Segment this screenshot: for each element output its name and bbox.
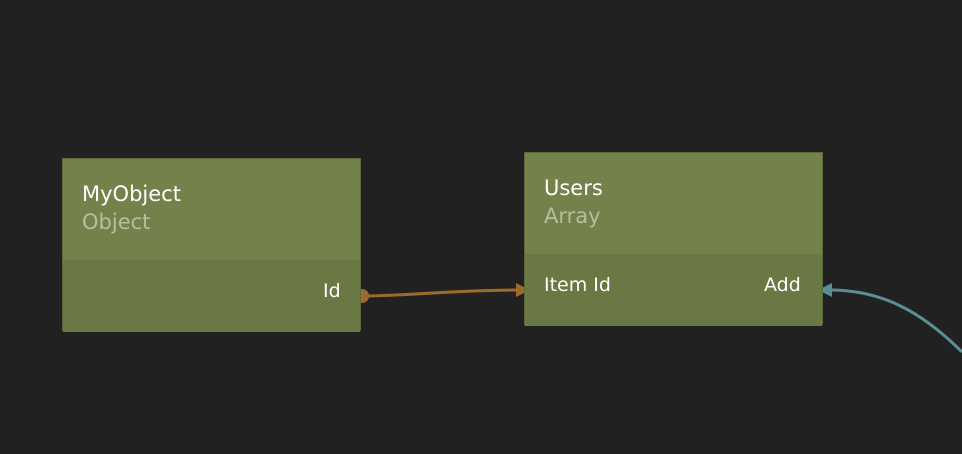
connection-to-add[interactable] [829, 288, 962, 354]
node-header[interactable]: Users Array [525, 153, 822, 254]
port-label-id[interactable]: Id [323, 280, 341, 302]
node-ports [525, 254, 822, 326]
node-myobject[interactable]: MyObject Object Id [62, 158, 361, 332]
node-title: MyObject [82, 182, 181, 206]
node-header[interactable]: MyObject Object [63, 159, 360, 260]
node-users[interactable]: Users Array Item Id Add [524, 152, 823, 326]
input-arrow-icon [516, 283, 530, 297]
node-title: Users [544, 176, 603, 200]
connection-id-to-item-id[interactable] [361, 288, 521, 298]
port-label-add[interactable]: Add [764, 274, 801, 296]
node-type-label: Object [82, 210, 151, 234]
port-label-item-id[interactable]: Item Id [544, 274, 611, 296]
node-type-label: Array [544, 204, 601, 228]
add-arrow-icon [818, 283, 832, 297]
node-ports [63, 260, 360, 332]
